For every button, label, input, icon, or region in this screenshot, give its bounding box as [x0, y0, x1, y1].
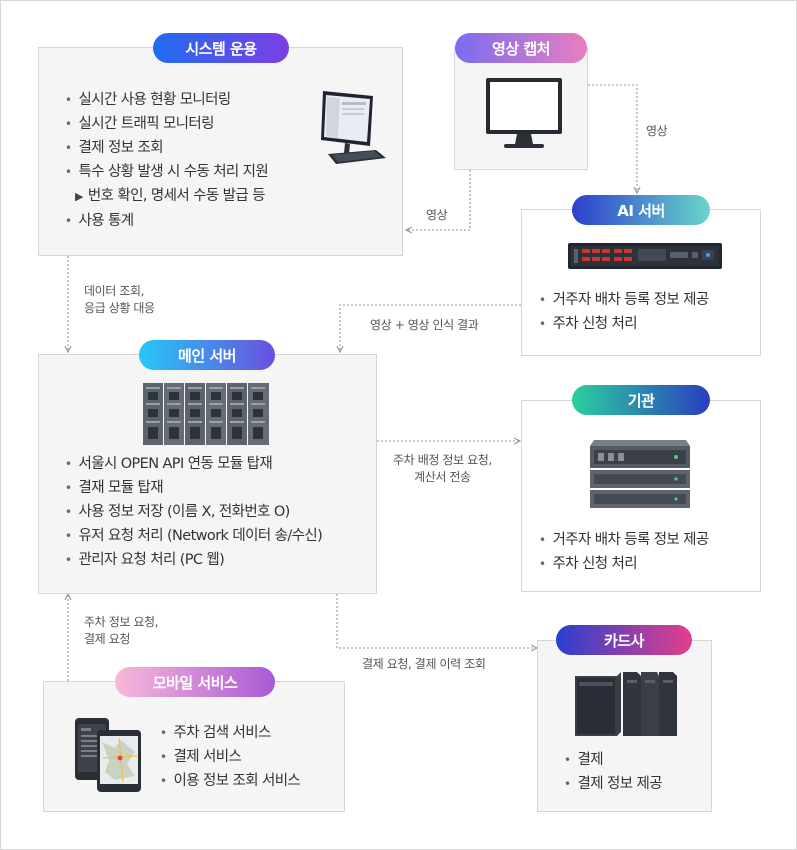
mobile-service-pill: 모바일 서비스: [115, 667, 275, 697]
list-item: 결제 정보 조회: [65, 136, 268, 160]
flow-label-system-to-main: 데이터 조회, 응급 상황 대응: [84, 284, 155, 315]
list-item: 주차 검색 서비스: [160, 721, 300, 745]
list-item: 결재 모듈 탑재: [65, 476, 322, 500]
list-item: 주차 신청 처리: [539, 552, 709, 576]
mobile-service-list: 주차 검색 서비스 결제 서비스 이용 정보 조회 서비스: [160, 721, 300, 793]
server-unit-icon: [590, 440, 690, 508]
card-company-list: 결제 결제 정보 제공: [564, 748, 662, 796]
flow-video-to-system: [406, 170, 471, 230]
system-ops-list: 실시간 사용 현황 모니터링 실시간 트래픽 모니터링 결제 정보 조회 특수 …: [65, 88, 268, 233]
list-item: 주차 신청 처리: [539, 312, 709, 336]
agency-pill: 기관: [572, 385, 710, 415]
ai-server-pill: AI 서버: [572, 195, 710, 225]
flow-label-video-to-ai: 영상: [646, 124, 668, 138]
flow-label-ai-to-main: 영상 + 영상 인식 결과: [370, 318, 479, 332]
list-item: 실시간 사용 현황 모니터링: [65, 88, 268, 112]
list-sub-item: 번호 확인, 명세서 수동 발급 등: [65, 184, 268, 209]
list-item: 거주자 배차 등록 정보 제공: [539, 528, 709, 552]
server-cluster-icon: [143, 383, 269, 445]
monitor-icon: [486, 78, 562, 148]
agency-list: 거주자 배차 등록 정보 제공 주차 신청 처리: [539, 528, 709, 576]
flow-label-main-to-agency: 주차 배정 정보 요청, 계산서 전송: [393, 453, 492, 484]
rack-server-icon: [568, 243, 722, 269]
flow-label-video-to-system: 영상: [426, 208, 448, 222]
flow-ai-to-main: [340, 304, 521, 352]
list-item: 거주자 배차 등록 정보 제공: [539, 288, 709, 312]
flow-main-to-card: [336, 594, 537, 648]
tower-servers-icon: [575, 672, 677, 736]
list-item: 결제: [564, 748, 662, 772]
system-ops-pill: 시스템 운용: [153, 33, 289, 63]
list-item: 관리자 요청 처리 (PC 웹): [65, 548, 322, 572]
flow-label-mobile-to-main: 주차 정보 요청, 결제 요청: [84, 615, 159, 646]
list-item: 결제 서비스: [160, 745, 300, 769]
video-capture-pill: 영상 캡처: [455, 33, 587, 63]
mobile-phones-icon: [75, 718, 141, 792]
list-item: 이용 정보 조회 서비스: [160, 769, 300, 793]
ai-server-list: 거주자 배차 등록 정보 제공 주차 신청 처리: [539, 288, 709, 336]
flow-label-main-to-card: 결제 요청, 결제 이력 조회: [362, 657, 486, 671]
list-item: 서울시 OPEN API 연동 모듈 탑재: [65, 452, 322, 476]
list-item: 특수 상황 발생 시 수동 처리 지원: [65, 160, 268, 184]
list-item: 결제 정보 제공: [564, 772, 662, 796]
list-item: 실시간 트래픽 모니터링: [65, 112, 268, 136]
list-item: 사용 정보 저장 (이름 X, 전화번호 O): [65, 500, 322, 524]
main-server-pill: 메인 서버: [139, 340, 275, 370]
main-server-list: 서울시 OPEN API 연동 모듈 탑재 결재 모듈 탑재 사용 정보 저장 …: [65, 452, 322, 572]
list-item: 유저 요청 처리 (Network 데이터 송/수신): [65, 524, 322, 548]
flow-video-to-ai: [588, 84, 637, 193]
card-company-pill: 카드사: [556, 625, 692, 655]
list-item: 사용 통계: [65, 209, 268, 233]
pc-monitor-icon: [321, 91, 386, 164]
